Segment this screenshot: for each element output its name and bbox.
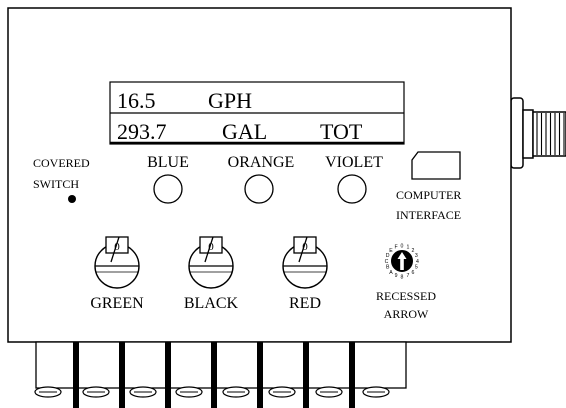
blue-button-label: BLUE (147, 154, 189, 171)
computer-interface-port[interactable] (411, 151, 461, 180)
computer-interface-label-line1: COMPUTER (396, 188, 461, 202)
rotary-digit: 5 (415, 265, 418, 271)
total-unit: GAL (222, 119, 267, 144)
total-suffix: TOT (320, 119, 363, 144)
rotary-digit: 3 (415, 253, 418, 259)
violet-button[interactable] (337, 174, 367, 204)
rotary-digit: E (389, 248, 393, 254)
connector-threads (532, 111, 566, 157)
terminal-wire (257, 342, 263, 408)
covered-switch-dot[interactable] (68, 195, 76, 203)
rotary-digit: 9 (395, 273, 398, 279)
covered-switch-label-line2: SWITCH (33, 177, 79, 191)
rotary-digit: 6 (412, 270, 415, 276)
black-dial-pointer (204, 236, 214, 263)
rate-unit: GPH (208, 88, 252, 113)
rotary-digit: C (385, 259, 389, 265)
connector-nut (522, 109, 534, 159)
rotary-digit: D (386, 253, 390, 259)
green-dial-pointer (110, 236, 120, 263)
terminal-wire (349, 342, 355, 408)
lcd-display: 16.5 GPH 293.7 GAL TOT (109, 81, 405, 145)
rotary-digit: 8 (401, 274, 404, 280)
rotary-digit: 1 (406, 244, 409, 250)
violet-button-label: VIOLET (325, 154, 383, 171)
connector-flange (510, 97, 524, 169)
recessed-arrow-icon (397, 252, 407, 270)
computer-interface-label-line2: INTERFACE (396, 208, 461, 222)
rotary-digit: A (389, 270, 393, 276)
threaded-connector (510, 97, 566, 169)
blue-button[interactable] (153, 174, 183, 204)
orange-button[interactable] (244, 174, 274, 204)
terminal-wire (211, 342, 217, 408)
red-dial-setting: 0 (302, 241, 308, 253)
total-value: 293.7 (117, 119, 167, 144)
terminal-wire (165, 342, 171, 408)
terminal-wire (119, 342, 125, 408)
terminal-block (34, 341, 407, 408)
terminal-wire (303, 342, 309, 408)
rotary-digit: B (386, 265, 390, 271)
orange-button-label: ORANGE (228, 154, 295, 171)
rotary-digit: 2 (412, 248, 415, 254)
rotary-digit: 0 (401, 243, 404, 249)
rotary-digit: 4 (416, 259, 419, 265)
push-buttons: BLUE ORANGE VIOLET (147, 154, 383, 204)
rotary-switch-label-line1: RECESSED (376, 289, 436, 303)
black-dial-setting: 0 (208, 241, 214, 253)
rotary-digit: 7 (406, 273, 409, 279)
terminal-wire (73, 342, 79, 408)
terminal-strip (35, 341, 407, 389)
rotary-digit: F (394, 244, 397, 250)
terminal-posts (34, 342, 390, 408)
green-dial-setting: 0 (114, 241, 120, 253)
red-dial-label: RED (289, 295, 321, 312)
connector-thread-lines (536, 113, 565, 155)
covered-switch[interactable]: COVERED SWITCH (33, 156, 90, 203)
red-dial-pointer (298, 236, 308, 263)
computer-interface[interactable]: COMPUTER INTERFACE (396, 151, 461, 222)
green-dial-label: GREEN (90, 295, 144, 312)
black-dial-label: BLACK (184, 295, 239, 312)
covered-switch-label-line1: COVERED (33, 156, 90, 170)
rate-value: 16.5 (117, 88, 156, 113)
rotary-switch-label-line2: ARROW (384, 307, 429, 321)
